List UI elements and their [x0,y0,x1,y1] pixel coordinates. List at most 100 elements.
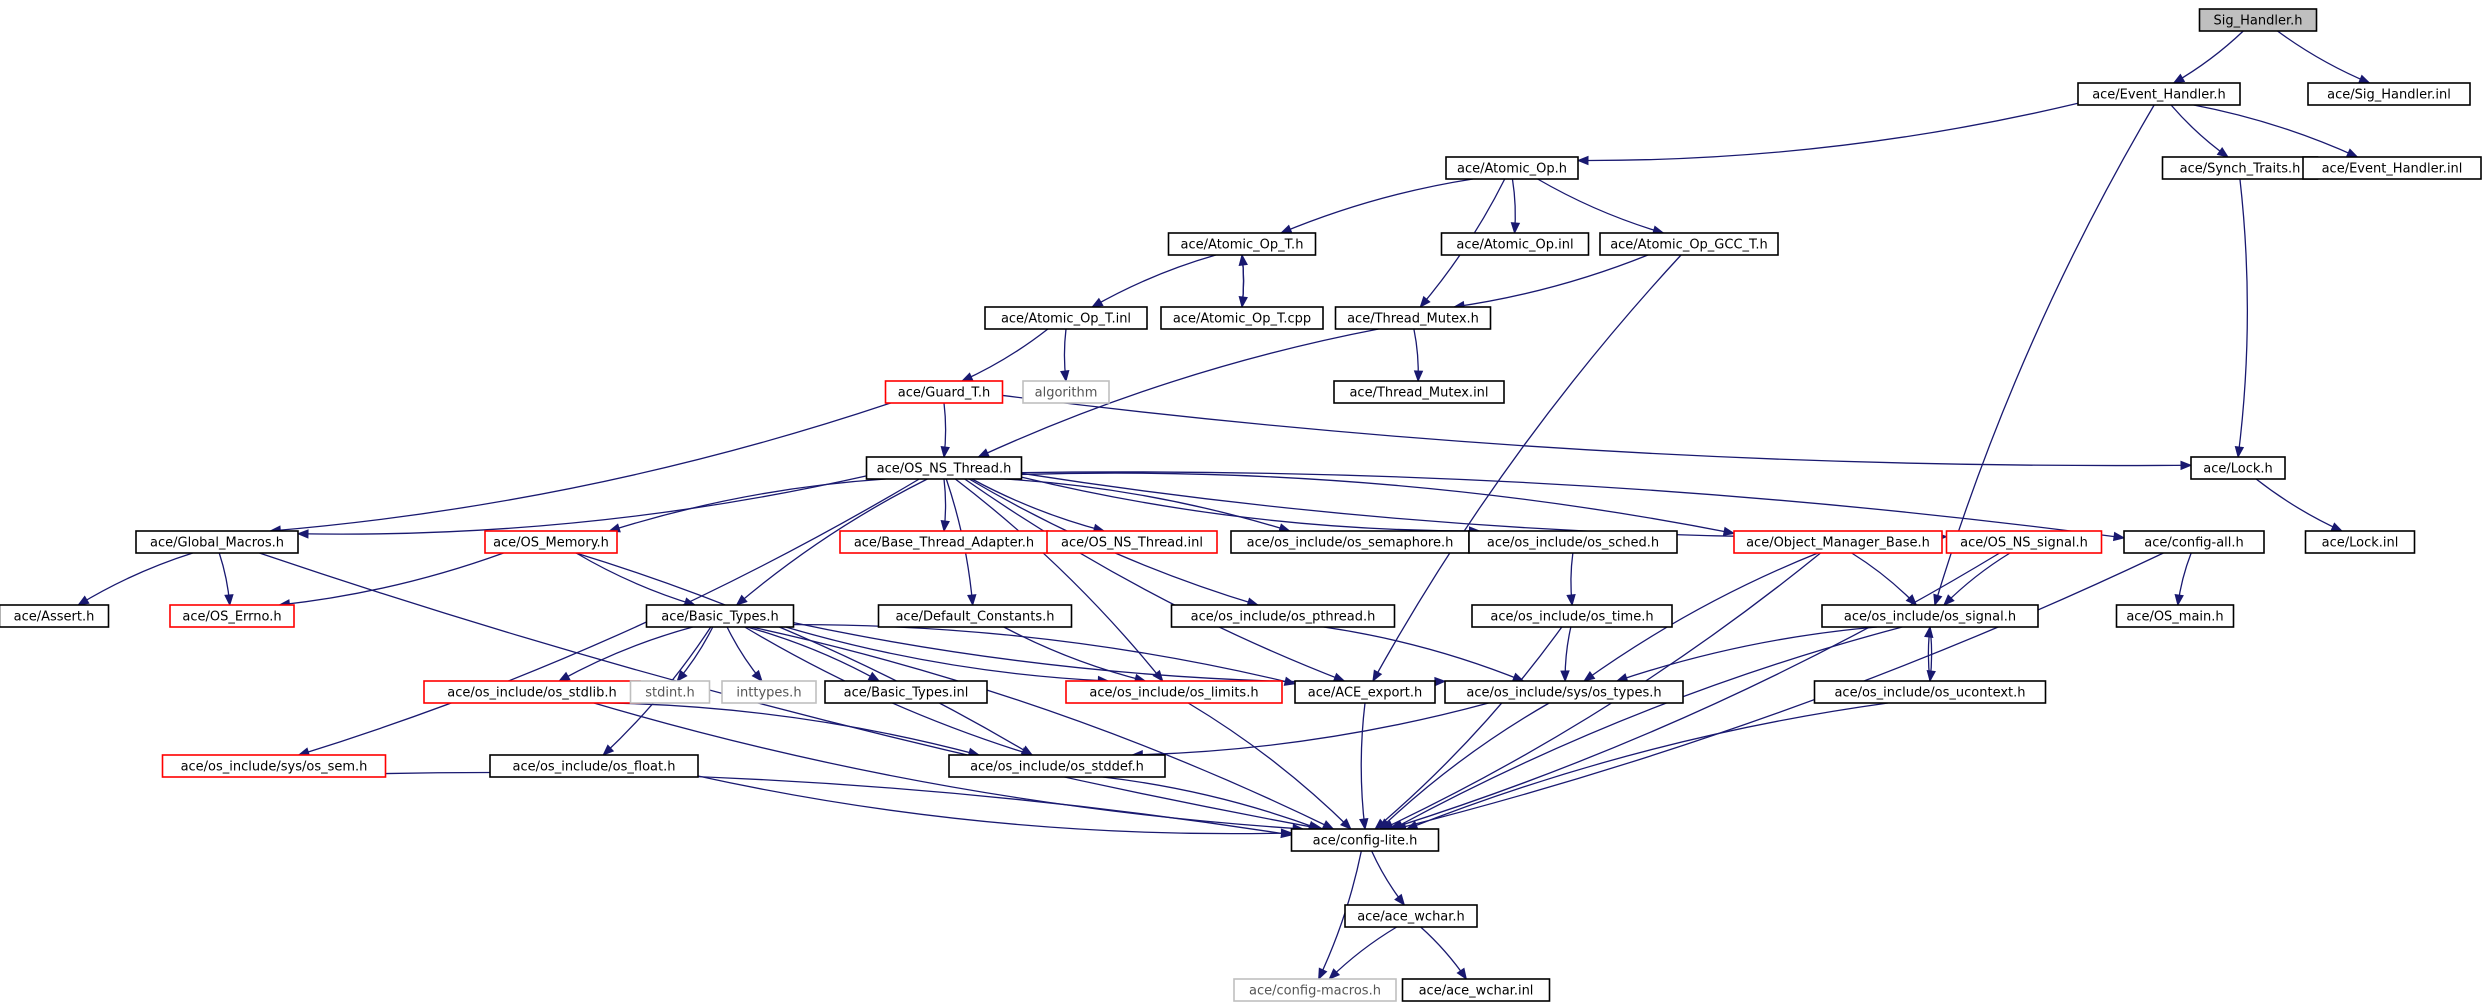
node-atomic_op_gcc_t_h[interactable]: ace/Atomic_Op_GCC_T.h [1599,232,1779,256]
node-box[interactable] [2190,456,2286,480]
node-box[interactable] [1945,530,2103,554]
edge-os_memory_h-to-os_stddef_h [575,552,1033,756]
node-os_ns_thread_inl[interactable]: ace/OS_NS_Thread.inl [1046,530,1218,554]
node-box[interactable] [1813,680,2047,704]
node-box[interactable] [489,754,699,778]
node-box[interactable] [1440,232,1590,256]
node-thread_mutex_inl[interactable]: ace/Thread_Mutex.inl [1333,380,1505,404]
node-ace_wchar_h[interactable]: ace/ace_wchar.h [1344,904,1478,928]
node-object_manager_base_h[interactable]: ace/Object_Manager_Base.h [1733,530,1943,554]
node-box[interactable] [1333,380,1505,404]
node-atomic_op_t_inl[interactable]: ace/Atomic_Op_T.inl [984,306,1148,330]
node-os_stdlib_h[interactable]: ace/os_include/os_stdlib.h [423,680,641,704]
node-atomic_op_t_h[interactable]: ace/Atomic_Op_T.h [1167,232,1317,256]
node-box[interactable] [1334,306,1492,330]
node-config_lite_h[interactable]: ace/config-lite.h [1290,828,1440,852]
node-box[interactable] [865,456,1023,480]
node-box[interactable] [2302,156,2482,180]
node-box[interactable] [1821,604,2039,628]
node-box[interactable] [877,604,1073,628]
edge-os_ns_thread_h-to-ace_export_h [964,478,1345,682]
node-box[interactable] [1167,232,1317,256]
node-event_handler_h[interactable]: ace/Event_Handler.h [2077,82,2241,106]
node-box[interactable] [1599,232,1779,256]
node-assert_h[interactable]: ace/Assert.h [0,604,110,628]
node-inttypes_h[interactable]: inttypes.h [721,680,817,704]
node-box[interactable] [629,680,711,704]
node-box[interactable] [1471,604,1673,628]
node-box[interactable] [1160,306,1324,330]
node-ace_wchar_inl[interactable]: ace/ace_wchar.inl [1401,978,1551,1002]
node-box[interactable] [1445,156,1579,180]
node-box[interactable] [2304,530,2416,554]
node-os_time_h[interactable]: ace/os_include/os_time.h [1471,604,1673,628]
node-config_macros_h[interactable]: ace/config-macros.h [1233,978,1397,1002]
node-lock_inl[interactable]: ace/Lock.inl [2304,530,2416,554]
node-box[interactable] [721,680,817,704]
node-box[interactable] [1733,530,1943,554]
node-box[interactable] [884,380,1004,404]
node-box[interactable] [1046,530,1218,554]
node-box[interactable] [948,754,1166,778]
node-box[interactable] [2077,82,2241,106]
node-box[interactable] [1022,380,1110,404]
node-box[interactable] [1294,680,1436,704]
node-box[interactable] [161,754,387,778]
node-thread_mutex_h[interactable]: ace/Thread_Mutex.h [1334,306,1492,330]
node-sig_handler_inl[interactable]: ace/Sig_Handler.inl [2307,82,2471,106]
node-os_memory_h[interactable]: ace/OS_Memory.h [484,530,618,554]
node-synch_traits_h[interactable]: ace/Synch_Traits.h [2161,156,2319,180]
node-atomic_op_h[interactable]: ace/Atomic_Op.h [1445,156,1579,180]
node-box[interactable] [2198,8,2318,32]
node-box[interactable] [169,604,295,628]
node-box[interactable] [0,604,110,628]
node-default_constants_h[interactable]: ace/Default_Constants.h [877,604,1073,628]
node-basic_types_h[interactable]: ace/Basic_Types.h [645,604,795,628]
node-config_all_h[interactable]: ace/config-all.h [2123,530,2265,554]
node-box[interactable] [2115,604,2235,628]
node-sys_os_sem_h[interactable]: ace/os_include/sys/os_sem.h [161,754,387,778]
arrowhead-ace_wchar_h-to-ace_wchar_inl [1456,967,1468,981]
node-os_ns_signal_h[interactable]: ace/OS_NS_signal.h [1945,530,2103,554]
node-box[interactable] [1344,904,1478,928]
node-basic_types_inl[interactable]: ace/Basic_Types.inl [824,680,988,704]
node-box[interactable] [1290,828,1440,852]
node-os_float_h[interactable]: ace/os_include/os_float.h [489,754,699,778]
node-atomic_op_inl[interactable]: ace/Atomic_Op.inl [1440,232,1590,256]
node-box[interactable] [1065,680,1283,704]
node-box[interactable] [484,530,618,554]
node-box[interactable] [1444,680,1684,704]
node-os_ucontext_h[interactable]: ace/os_include/os_ucontext.h [1813,680,2047,704]
node-box[interactable] [1233,978,1397,1002]
node-os_signal_h[interactable]: ace/os_include/os_signal.h [1821,604,2039,628]
node-event_handler_inl[interactable]: ace/Event_Handler.inl [2302,156,2482,180]
node-sig_handler_h[interactable]: Sig_Handler.h [2198,8,2318,32]
node-algorithm[interactable]: algorithm [1022,380,1110,404]
node-os_ns_thread_h[interactable]: ace/OS_NS_Thread.h [865,456,1023,480]
node-box[interactable] [1401,978,1551,1002]
node-box[interactable] [1468,530,1678,554]
node-box[interactable] [824,680,988,704]
node-atomic_op_t_cpp[interactable]: ace/Atomic_Op_T.cpp [1160,306,1324,330]
node-os_stddef_h[interactable]: ace/os_include/os_stddef.h [948,754,1166,778]
node-lock_h[interactable]: ace/Lock.h [2190,456,2286,480]
node-box[interactable] [2123,530,2265,554]
node-box[interactable] [1170,604,1396,628]
node-os_sched_h[interactable]: ace/os_include/os_sched.h [1468,530,1678,554]
node-box[interactable] [984,306,1148,330]
edge-sig_handler_h-to-event_handler_h [2173,30,2244,84]
node-base_thread_adapter_h[interactable]: ace/Base_Thread_Adapter.h [839,530,1049,554]
node-box[interactable] [645,604,795,628]
node-os_semaphore_h[interactable]: ace/os_include/os_semaphore.h [1230,530,1470,554]
node-ace_export_h[interactable]: ace/ACE_export.h [1294,680,1436,704]
node-os_errno_h[interactable]: ace/OS_Errno.h [169,604,295,628]
node-sys_os_types_h[interactable]: ace/os_include/sys/os_types.h [1444,680,1684,704]
node-os_main_h[interactable]: ace/OS_main.h [2115,604,2235,628]
node-box[interactable] [2307,82,2471,106]
node-os_pthread_h[interactable]: ace/os_include/os_pthread.h [1170,604,1396,628]
node-box[interactable] [135,530,299,554]
node-global_macros_h[interactable]: ace/Global_Macros.h [135,530,299,554]
node-stdint_h[interactable]: stdint.h [629,680,711,704]
node-os_limits_h[interactable]: ace/os_include/os_limits.h [1065,680,1283,704]
node-guard_t_h[interactable]: ace/Guard_T.h [884,380,1004,404]
